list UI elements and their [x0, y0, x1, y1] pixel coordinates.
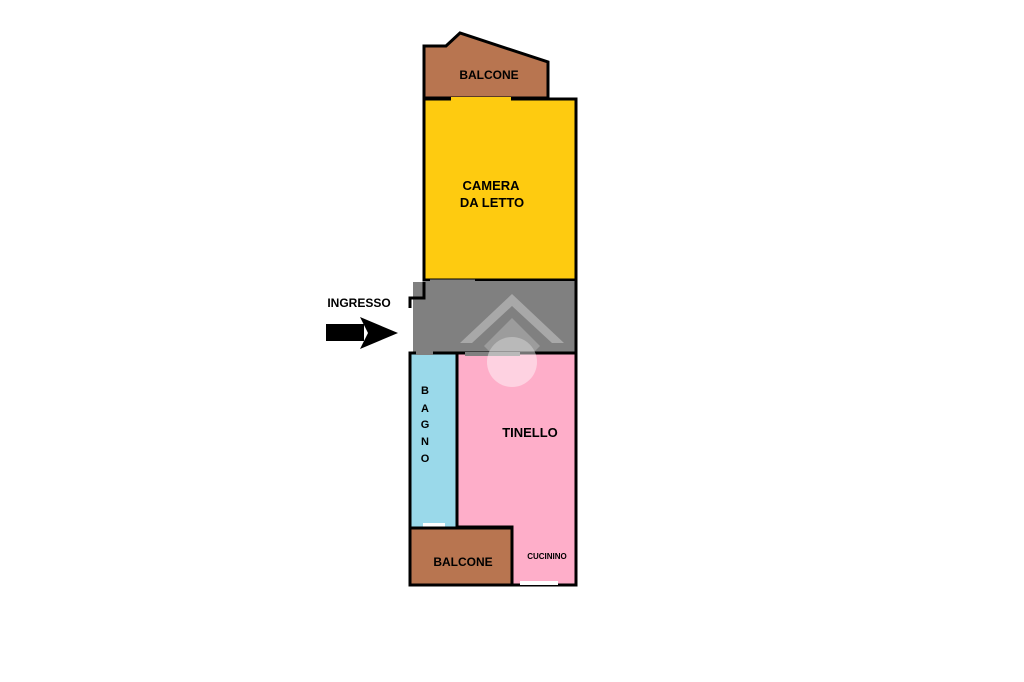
- bedroom-label-line2: DA LETTO: [460, 195, 524, 210]
- bathroom-window: [423, 523, 445, 527]
- entrance-label: INGRESSO: [327, 296, 390, 310]
- bathroom-area: [408, 351, 459, 530]
- bedroom-label-line1: CAMERA: [462, 178, 520, 193]
- bathroom-letter: A: [421, 403, 429, 415]
- living-label: TINELLO: [502, 425, 558, 440]
- hallway-area: [413, 282, 576, 353]
- balcony-bottom-area: [408, 526, 514, 587]
- balcony-top-area: [422, 31, 550, 100]
- balcony-top-label: BALCONE: [459, 68, 518, 82]
- right-arrow-icon: [326, 317, 398, 349]
- bathroom-letter: N: [421, 436, 429, 448]
- kitchenette-label: CUCININO: [527, 552, 567, 561]
- hallway-walls: [408, 280, 578, 355]
- house-logo-icon: [460, 294, 564, 387]
- bathroom-letter: O: [421, 453, 430, 465]
- balcony-bottom-label: BALCONE: [433, 555, 492, 569]
- kitchen-window: [520, 581, 558, 585]
- bathroom-letter: G: [421, 419, 430, 431]
- bedroom-area: [422, 97, 578, 282]
- bathroom-letter: B: [421, 385, 429, 397]
